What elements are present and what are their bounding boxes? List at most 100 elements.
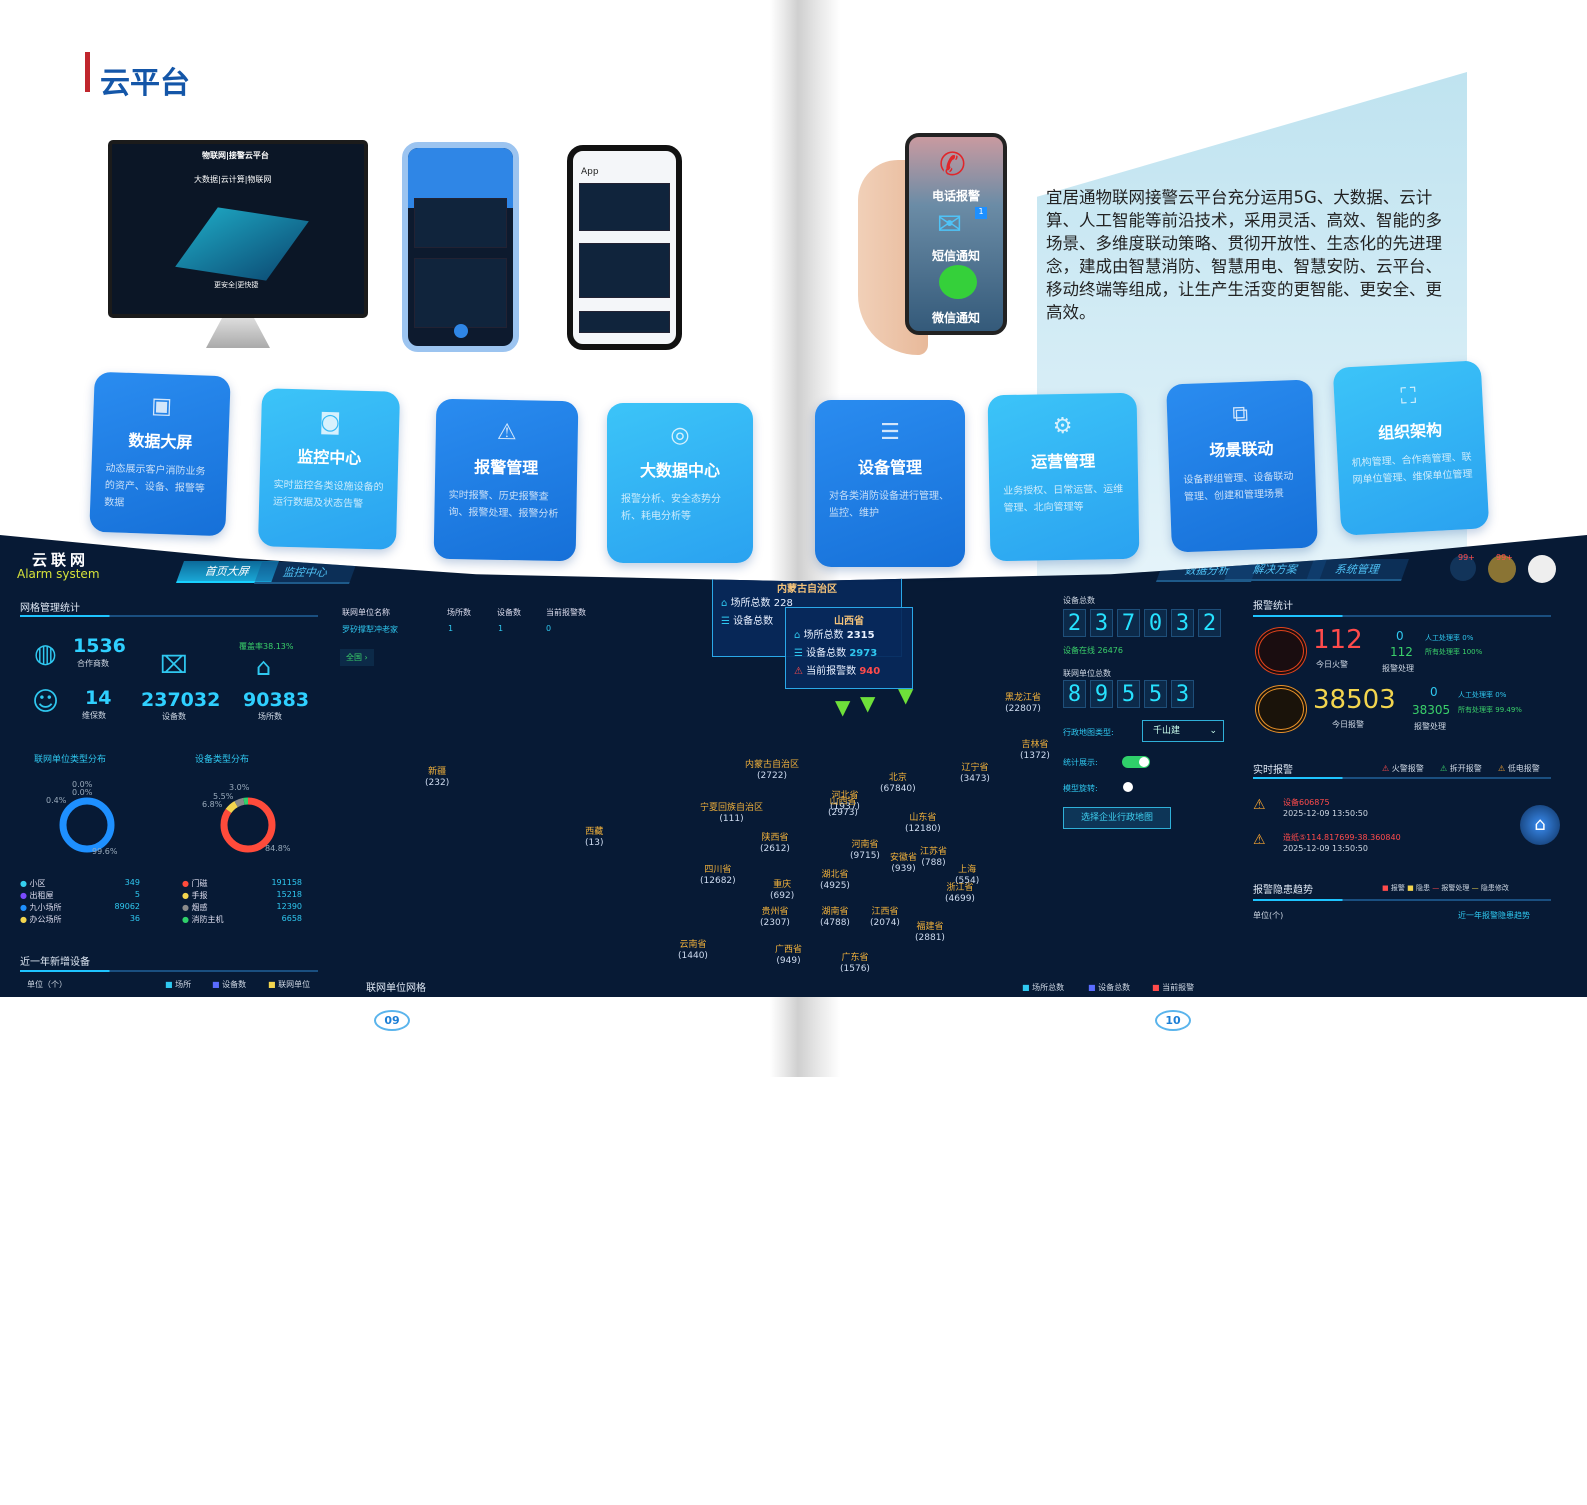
feature-card-scene-linkage: ⧉ 场景联动 设备群组管理、设备联动管理、创建和管理场景 <box>1166 379 1318 553</box>
tab-monitor-center[interactable]: 监控中心 <box>253 562 358 584</box>
province-label[interactable]: 内蒙古自治区(2722) <box>745 760 799 782</box>
legend-dot: ● <box>182 903 189 912</box>
province-count: (1937) <box>830 802 860 812</box>
province-name: 吉林省 <box>1021 740 1049 750</box>
realtime-item-name[interactable]: 设备606875 <box>1283 798 1330 807</box>
alarm-light-icon: ⚠ <box>1440 764 1448 773</box>
card-desc: 动态展示客户消防业务的资产、设备、报警等数据 <box>104 463 206 509</box>
admin-type-select[interactable]: 千山建⌄ <box>1142 720 1224 742</box>
map-marker-icon[interactable]: ▼ <box>898 683 914 707</box>
user-alert-icon[interactable]: 99+ <box>1450 553 1476 581</box>
map-taiwan <box>950 1445 970 1490</box>
scope-national-button[interactable]: 全国 › <box>340 649 374 666</box>
legend-label: 拆开报警 <box>1449 764 1482 773</box>
province-name: 内蒙古自治区 <box>745 760 800 770</box>
popup-sites-row: ⌂ 场所总数 228 <box>721 595 893 613</box>
legend-label: 报警 <box>1390 884 1405 892</box>
page-number-right: 10 <box>1153 1010 1193 1031</box>
province-label[interactable]: 四川省(12682) <box>700 865 736 887</box>
province-label[interactable]: 重庆(692) <box>770 880 794 902</box>
province-name: 湖北省 <box>821 870 849 880</box>
province-label[interactable]: 江苏省(788) <box>920 847 947 869</box>
province-label[interactable]: 江西省(2074) <box>870 907 900 929</box>
realtime-title: 实时报警 <box>1253 765 1293 776</box>
realtime-item-name[interactable]: 造纸⑤114.817699-38.360840 <box>1283 833 1401 842</box>
card-desc: 业务授权、日常运营、运维管理、北向管理等 <box>1003 483 1124 515</box>
province-label[interactable]: 云南省(1440) <box>678 940 708 962</box>
province-name: 安徽省 <box>890 853 918 863</box>
province-label[interactable]: 新疆(232) <box>425 767 449 789</box>
china-map[interactable] <box>330 1145 1030 1505</box>
province-label[interactable]: 吉林省(1372) <box>1020 740 1050 762</box>
realtime-item-time: 2025-12-09 13:50:50 <box>1283 844 1368 853</box>
legend-dot: ● <box>20 915 27 924</box>
province-label[interactable]: 河北省(1937) <box>830 791 860 813</box>
counter-digit: 2 <box>1198 609 1221 637</box>
trend-year-link[interactable]: 近一年报警隐患趋势 <box>1458 911 1530 920</box>
stats-display-toggle[interactable] <box>1122 756 1150 768</box>
map-marker-icon[interactable]: ▼ <box>835 695 851 719</box>
province-name: 河南省 <box>851 840 879 850</box>
value: 228 <box>773 598 793 609</box>
province-label[interactable]: 辽宁省(3473) <box>960 763 990 785</box>
legend-value: 6658 <box>281 914 302 923</box>
card-title: 场景联动 <box>1209 438 1274 461</box>
donut-pct: 5.5% <box>213 792 234 801</box>
robot-avatar[interactable] <box>1528 555 1556 583</box>
province-name: 四川省 <box>704 865 732 875</box>
legend-label: 当前报警 <box>1162 983 1195 992</box>
phone-mockup-1 <box>402 142 519 352</box>
trend-title: 报警隐患趋势 <box>1253 885 1313 896</box>
col-sites: 场所数 <box>447 608 471 617</box>
map-marker-icon[interactable]: ▼ <box>860 691 876 715</box>
province-label[interactable]: 广东省(1576) <box>840 953 870 975</box>
feature-card-monitor-center: ◙ 监控中心 实时监控各类设施设备的运行数据及状态告警 <box>257 388 401 550</box>
province-label[interactable]: 河南省(9715) <box>850 840 880 862</box>
province-label[interactable]: 安徽省(939) <box>890 853 917 875</box>
unit-name-cell[interactable]: 罗矽撑犁冲老家 <box>342 625 398 634</box>
feature-card-alarm-management: ⚠ 报警管理 实时报警、历史报警查询、报警处理、报警分析 <box>433 398 579 562</box>
province-label[interactable]: 北京(67840) <box>880 773 916 795</box>
phone-screen-panel <box>579 243 670 298</box>
counter-digit: 3 <box>1171 680 1194 708</box>
province-label[interactable]: 广西省(949) <box>775 945 802 967</box>
section-underline <box>1253 899 1551 901</box>
province-label[interactable]: 浙江省(4699) <box>945 883 975 905</box>
label: 场所总数 <box>730 598 771 609</box>
select-enterprise-map-button[interactable]: 选择企业行政地图 <box>1063 807 1171 829</box>
province-name: 江苏省 <box>920 847 948 857</box>
home-float-button[interactable]: ⌂ <box>1520 805 1560 845</box>
legend-low-battery: ⚠ 低电报警 <box>1498 763 1540 774</box>
card-title: 设备管理 <box>857 458 922 477</box>
province-count: (9715) <box>850 851 880 861</box>
province-name: 辽宁省 <box>961 763 989 773</box>
legend-units: ■ 联网单位 <box>268 980 311 989</box>
value: 2315 <box>846 630 875 641</box>
partners-label: 合作商数 <box>77 659 109 668</box>
section-underline <box>20 615 318 617</box>
province-label[interactable]: 上海(554) <box>955 865 979 887</box>
province-label[interactable]: 山西省(2973) <box>828 797 858 819</box>
popup-devices-row: ☰ 设备总数 <box>721 613 893 631</box>
province-name: 云南省 <box>679 940 707 950</box>
province-count: (3473) <box>960 774 990 784</box>
province-label[interactable]: 湖南省(4788) <box>820 907 850 929</box>
org-chart-icon: ⛶ <box>1399 383 1417 410</box>
tab-system-management[interactable]: 系统管理 <box>1305 559 1410 581</box>
model-rotate-toggle[interactable] <box>1122 781 1150 793</box>
fire-manual-value: 0 <box>1396 629 1404 643</box>
home-alert-icon[interactable]: 99+ <box>1488 553 1516 583</box>
province-label[interactable]: 福建省(2881) <box>915 922 945 944</box>
province-label[interactable]: 宁夏回族自治区(111) <box>700 803 763 825</box>
province-label[interactable]: 贵州省(2307) <box>760 907 790 929</box>
province-label[interactable]: 西藏(13) <box>585 827 603 849</box>
devices-cell: 1 <box>498 624 504 633</box>
province-count: (554) <box>955 876 980 886</box>
province-name: 黑龙江省 <box>1005 693 1042 703</box>
monitor-footer: 更安全|更快捷 <box>214 281 259 289</box>
province-label[interactable]: 湖北省(4925) <box>820 870 850 892</box>
province-label[interactable]: 山东省(12180) <box>905 813 941 835</box>
province-label[interactable]: 陕西省(2612) <box>760 833 790 855</box>
phone-screen-panel <box>414 198 507 248</box>
province-label[interactable]: 黑龙江省(22807) <box>1005 693 1041 715</box>
